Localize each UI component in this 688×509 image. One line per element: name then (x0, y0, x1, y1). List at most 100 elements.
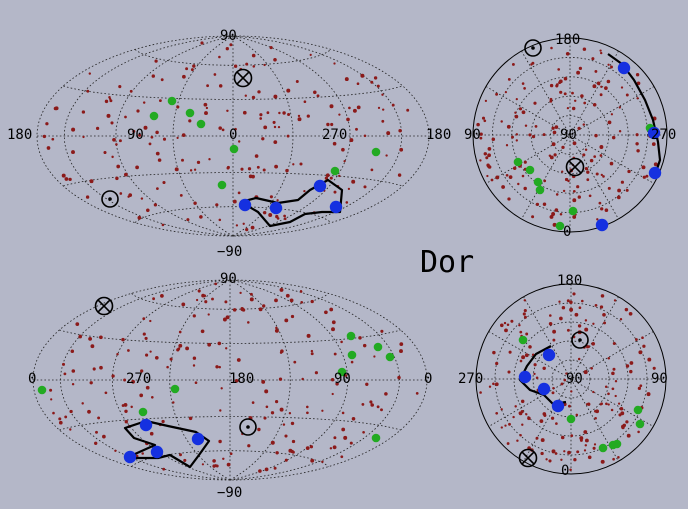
star-dot (340, 455, 344, 459)
constellation-star (551, 399, 565, 413)
star-dot (297, 117, 302, 122)
star-dot (592, 390, 595, 394)
star-dot (625, 420, 629, 424)
star-dot (376, 405, 380, 409)
green-star (555, 221, 565, 231)
star-dot (102, 434, 106, 439)
star-dot (600, 294, 605, 298)
background-stars (49, 282, 419, 473)
constellation-star (150, 445, 164, 459)
star-dot (309, 445, 314, 449)
star-dot (331, 392, 334, 396)
star-dot (531, 215, 535, 219)
star-dot (572, 215, 577, 219)
star-dot (142, 101, 146, 104)
star-dot (576, 450, 580, 454)
star-dot (528, 133, 532, 137)
star-dot (215, 464, 219, 468)
star-dot (112, 137, 116, 142)
star-dot (333, 352, 337, 356)
tick-label: 270 (126, 371, 151, 387)
star-dot (516, 439, 519, 442)
star-dot (162, 180, 166, 185)
label-bottom: 0 (561, 463, 569, 479)
label-top: 180 (557, 273, 582, 289)
star-dot (508, 350, 512, 354)
star-dot (141, 452, 144, 455)
star-dot (214, 282, 218, 286)
star-dot (275, 214, 279, 219)
star-dot (519, 330, 523, 334)
star-dot (287, 112, 291, 117)
star-dot (523, 87, 526, 90)
star-dot (507, 197, 511, 201)
star-dot (104, 99, 109, 104)
star-dot (316, 94, 320, 98)
green-stars (149, 96, 381, 190)
star-dot (244, 94, 247, 97)
sun-icon (524, 39, 542, 57)
star-dot (269, 46, 273, 50)
star-dot (554, 452, 558, 455)
star-dot (261, 379, 266, 384)
star-dot (203, 102, 208, 107)
star-dot (619, 406, 624, 411)
star-dot (310, 352, 314, 356)
star-dot (247, 321, 250, 324)
star-dot (262, 304, 266, 308)
star-dot (249, 297, 254, 302)
star-dot (592, 446, 596, 450)
star-dot (629, 369, 633, 374)
star-dot (263, 416, 267, 420)
star-dot (343, 159, 346, 163)
star-dot (118, 85, 122, 89)
star-dot (638, 350, 643, 355)
star-dot (582, 47, 587, 51)
star-dot (495, 175, 500, 180)
constellation-star (123, 450, 137, 464)
star-dot (241, 308, 246, 312)
star-dot (128, 193, 133, 197)
green-star (149, 111, 159, 121)
star-dot (569, 300, 573, 305)
star-dot (611, 387, 615, 391)
tick-label: 90 (127, 127, 144, 143)
star-dot (540, 438, 545, 443)
star-dot (599, 154, 603, 157)
star-dot (576, 70, 581, 75)
star-dot (314, 371, 318, 375)
star-dot (333, 436, 337, 440)
star-dot (282, 111, 286, 115)
star-dot (139, 393, 144, 398)
background-stars (476, 46, 658, 227)
star-dot (300, 290, 303, 293)
star-dot (237, 191, 241, 195)
green-star (217, 180, 227, 190)
star-dot (329, 307, 334, 312)
star-dot (572, 189, 576, 193)
green-star (346, 331, 356, 341)
star-dot (610, 408, 614, 412)
star-dot (270, 411, 275, 415)
star-dot (577, 324, 582, 328)
star-dot (131, 379, 135, 384)
star-dot (284, 318, 289, 323)
star-dot (583, 430, 588, 434)
star-dot (250, 225, 255, 230)
star-dot (106, 113, 111, 118)
star-dot (332, 445, 337, 450)
label-left: 180 (7, 127, 32, 143)
label-right: 0 (424, 371, 432, 387)
star-dot (49, 388, 53, 392)
star-dot (224, 300, 228, 304)
star-dot (592, 103, 597, 107)
star-dot (607, 186, 611, 190)
star-dot (381, 93, 384, 96)
star-dot (104, 391, 108, 395)
star-dot (565, 372, 568, 375)
star-dot (197, 289, 201, 293)
star-dot (225, 47, 229, 51)
star-dot (199, 215, 203, 219)
star-dot (587, 455, 592, 460)
star-dot (551, 391, 555, 395)
